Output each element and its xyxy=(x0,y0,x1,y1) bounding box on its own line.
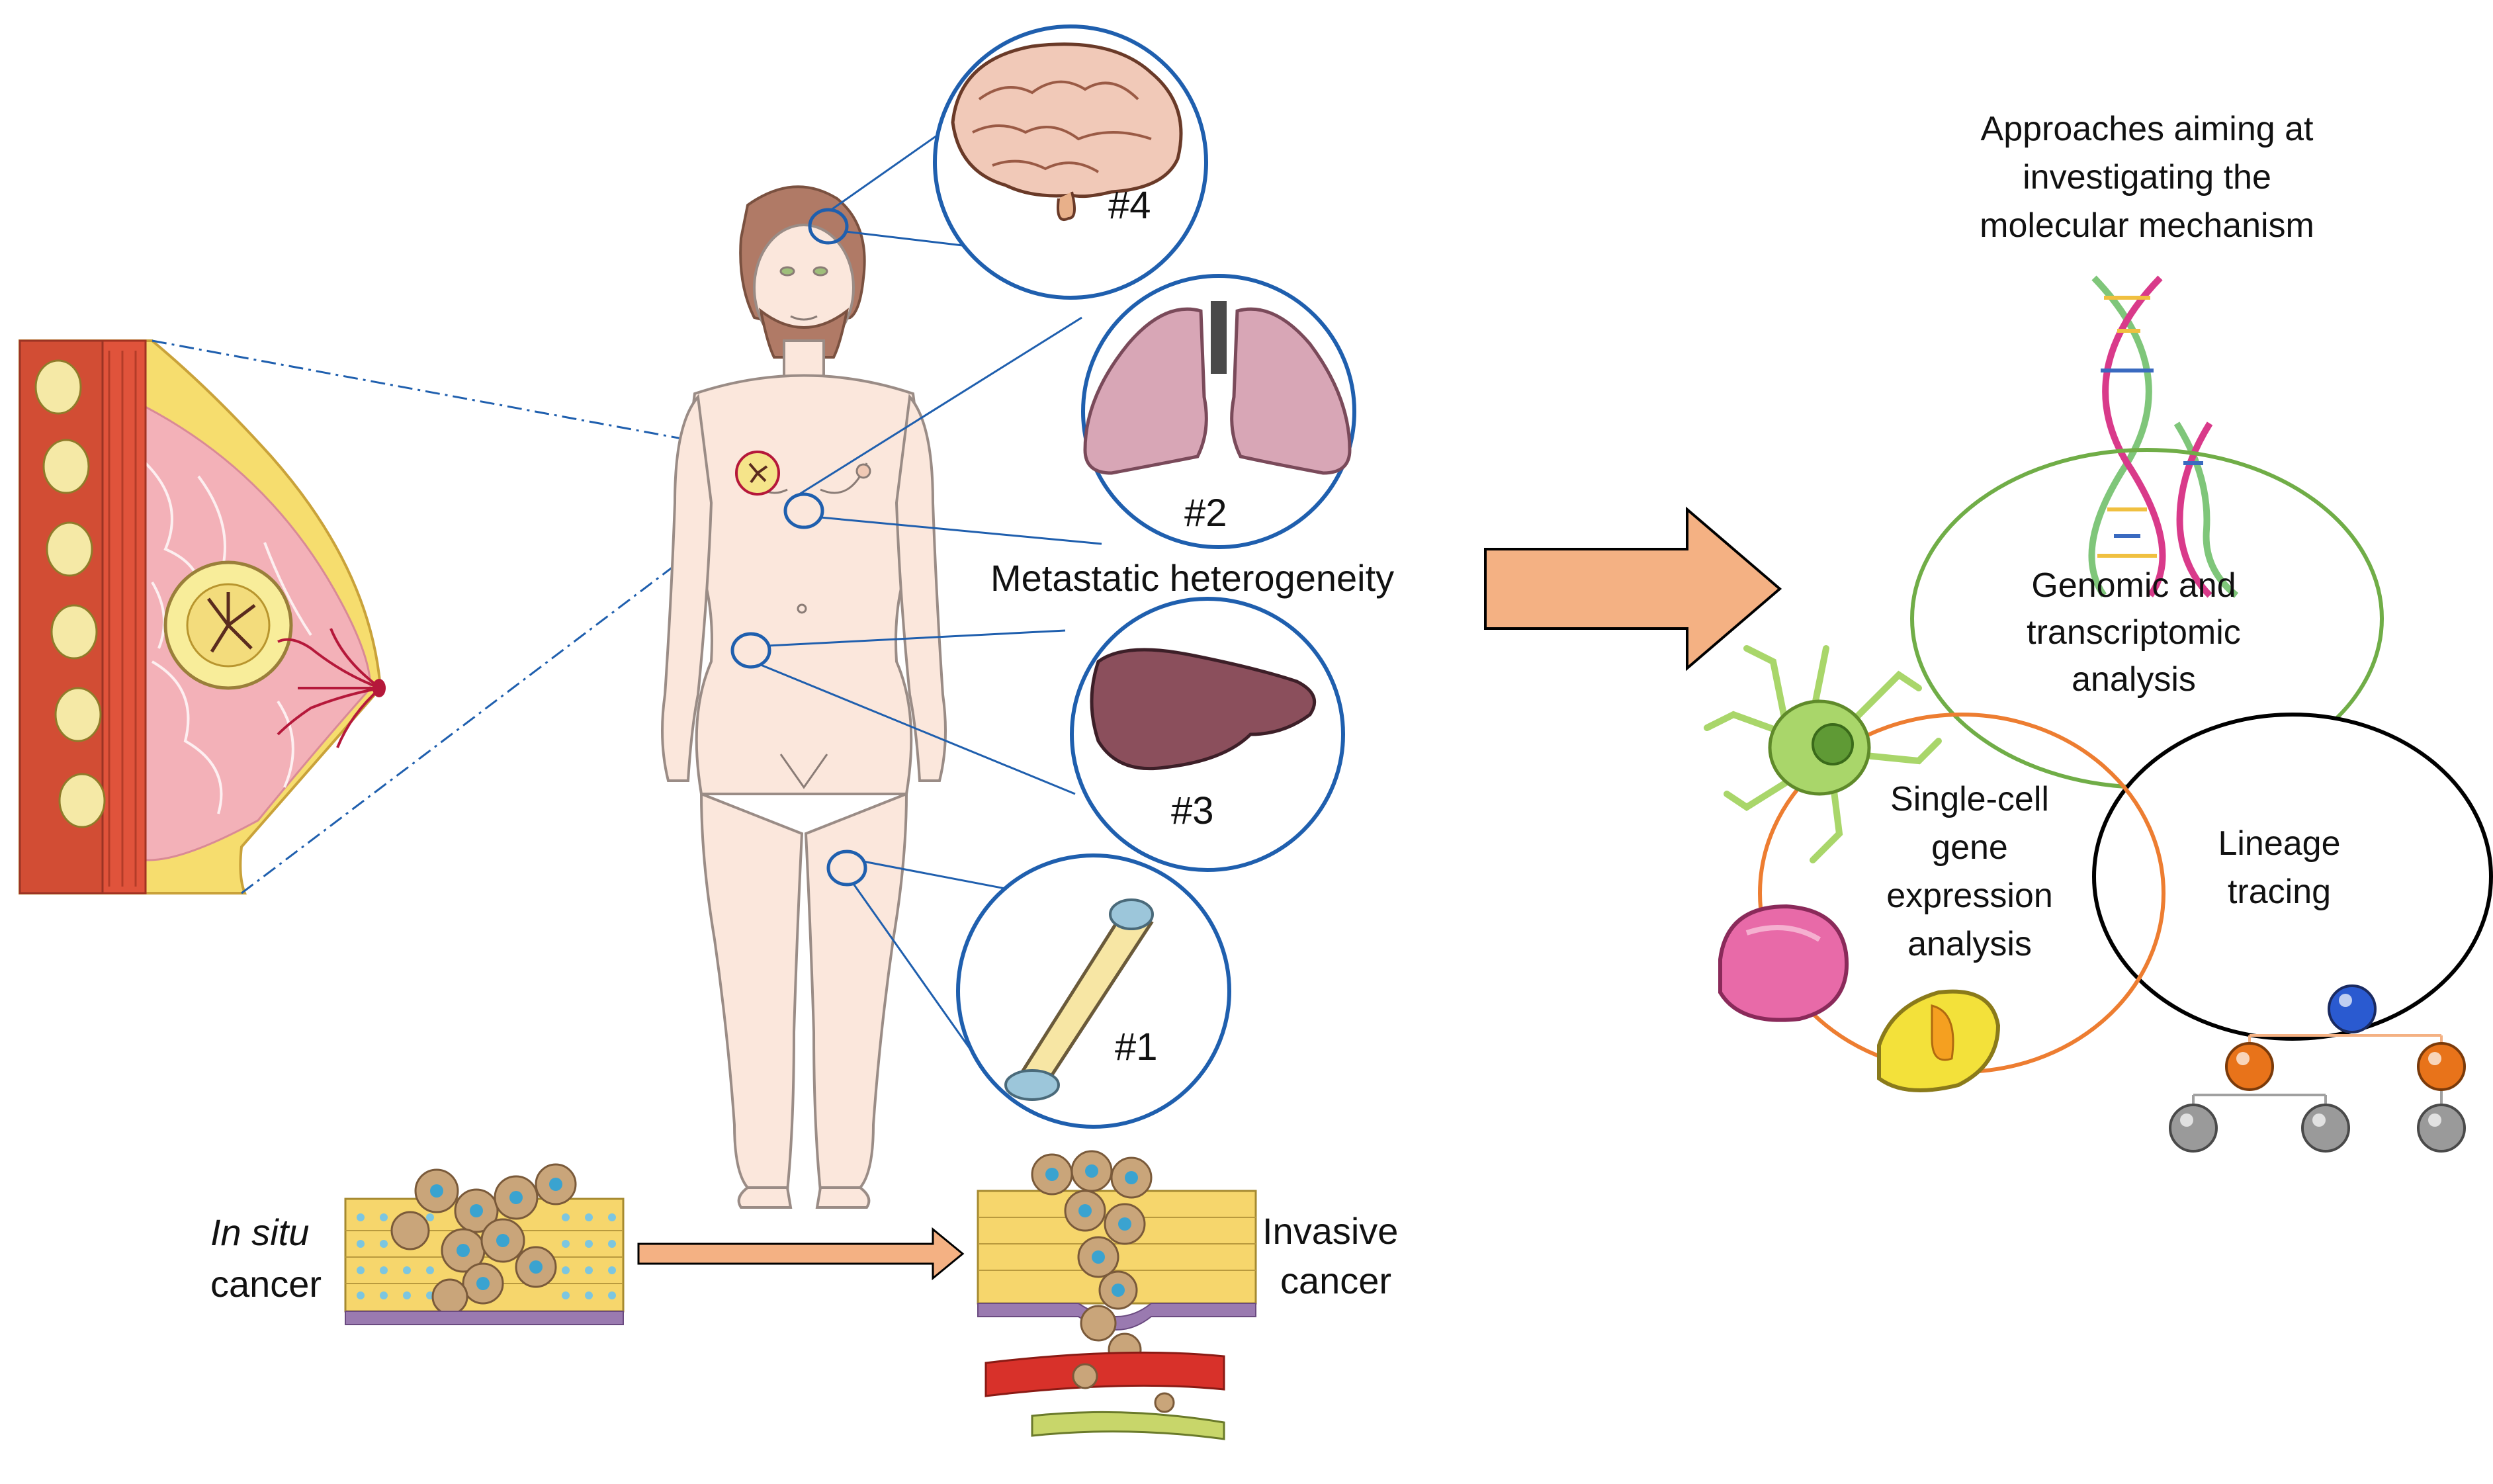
pink-cell-icon xyxy=(1718,904,1849,1022)
approaches-title-line3: molecular mechanism xyxy=(1980,206,2314,245)
brain-icon xyxy=(951,42,1183,198)
singlecell-line2: gene xyxy=(1931,828,2008,867)
dna-helix-icon xyxy=(2088,275,2239,598)
single-cell-analysis-label: Single-cell gene expression analysis xyxy=(1886,780,2052,963)
liver-metastasis-circle: #3 xyxy=(1070,597,1345,872)
lineage-tree-icon xyxy=(2169,984,2466,1153)
liver-label: #3 xyxy=(1171,789,1214,832)
lineage-line1: Lineage xyxy=(2218,824,2340,863)
lineage-line2: tracing xyxy=(2228,873,2331,911)
brain-site-marker xyxy=(808,208,849,245)
lung-label: #2 xyxy=(1184,492,1227,535)
brain-label: #4 xyxy=(1108,184,1151,227)
main-arrow xyxy=(1484,506,1782,672)
breast-cross-section-illustration xyxy=(19,339,386,895)
progression-arrow xyxy=(637,1227,965,1281)
singlecell-line3: expression xyxy=(1886,877,2052,915)
genomic-line3: analysis xyxy=(2072,660,2196,699)
invasive-label-line1: Invasive xyxy=(1262,1210,1398,1252)
breast-zoom-connectors xyxy=(152,339,771,895)
invasive-label-line2: cancer xyxy=(1280,1260,1391,1301)
breast-tumor-marker xyxy=(735,451,871,496)
approaches-title-line1: Approaches aiming at xyxy=(1981,110,2314,148)
bone-metastasis-circle: #1 xyxy=(956,853,1231,1129)
liver-site-marker xyxy=(730,632,771,669)
singlecell-line4: analysis xyxy=(1907,925,2032,963)
singlecell-line1: Single-cell xyxy=(1890,780,2049,818)
approaches-title-line2: investigating the xyxy=(2023,158,2271,196)
approaches-title: Approaches aiming at investigating the m… xyxy=(1980,110,2314,245)
genomic-line1: Genomic and xyxy=(2031,566,2236,605)
lung-metastasis-circle: #2 xyxy=(1081,274,1356,549)
metastasis-site-markers xyxy=(730,208,867,887)
genomic-line2: transcriptomic xyxy=(2027,613,2241,652)
invasive-tissue-illustration xyxy=(977,1150,1257,1440)
in-situ-tissue-illustration xyxy=(344,1163,625,1325)
liver-icon xyxy=(1090,648,1317,771)
female-body-illustration xyxy=(661,185,947,1209)
lung-site-marker xyxy=(783,492,824,529)
lineage-tracing-circle xyxy=(2092,713,2493,1041)
neuron-cell-icon xyxy=(1704,645,1942,863)
bone-label: #1 xyxy=(1115,1026,1158,1069)
lineage-tracing-label: Lineage tracing xyxy=(2218,824,2340,911)
metastatic-heterogeneity-label: Metastatic heterogeneity xyxy=(990,557,1394,599)
in-situ-label-line1: In situ xyxy=(210,1211,309,1253)
lung-icon xyxy=(1083,307,1208,475)
yellow-cell-icon xyxy=(1877,989,2001,1092)
brain-metastasis-circle: #4 xyxy=(933,24,1208,300)
bone-site-marker xyxy=(826,850,867,887)
in-situ-label-line2: cancer xyxy=(210,1263,322,1305)
genomic-analysis-label: Genomic and transcriptomic analysis xyxy=(2027,566,2241,699)
